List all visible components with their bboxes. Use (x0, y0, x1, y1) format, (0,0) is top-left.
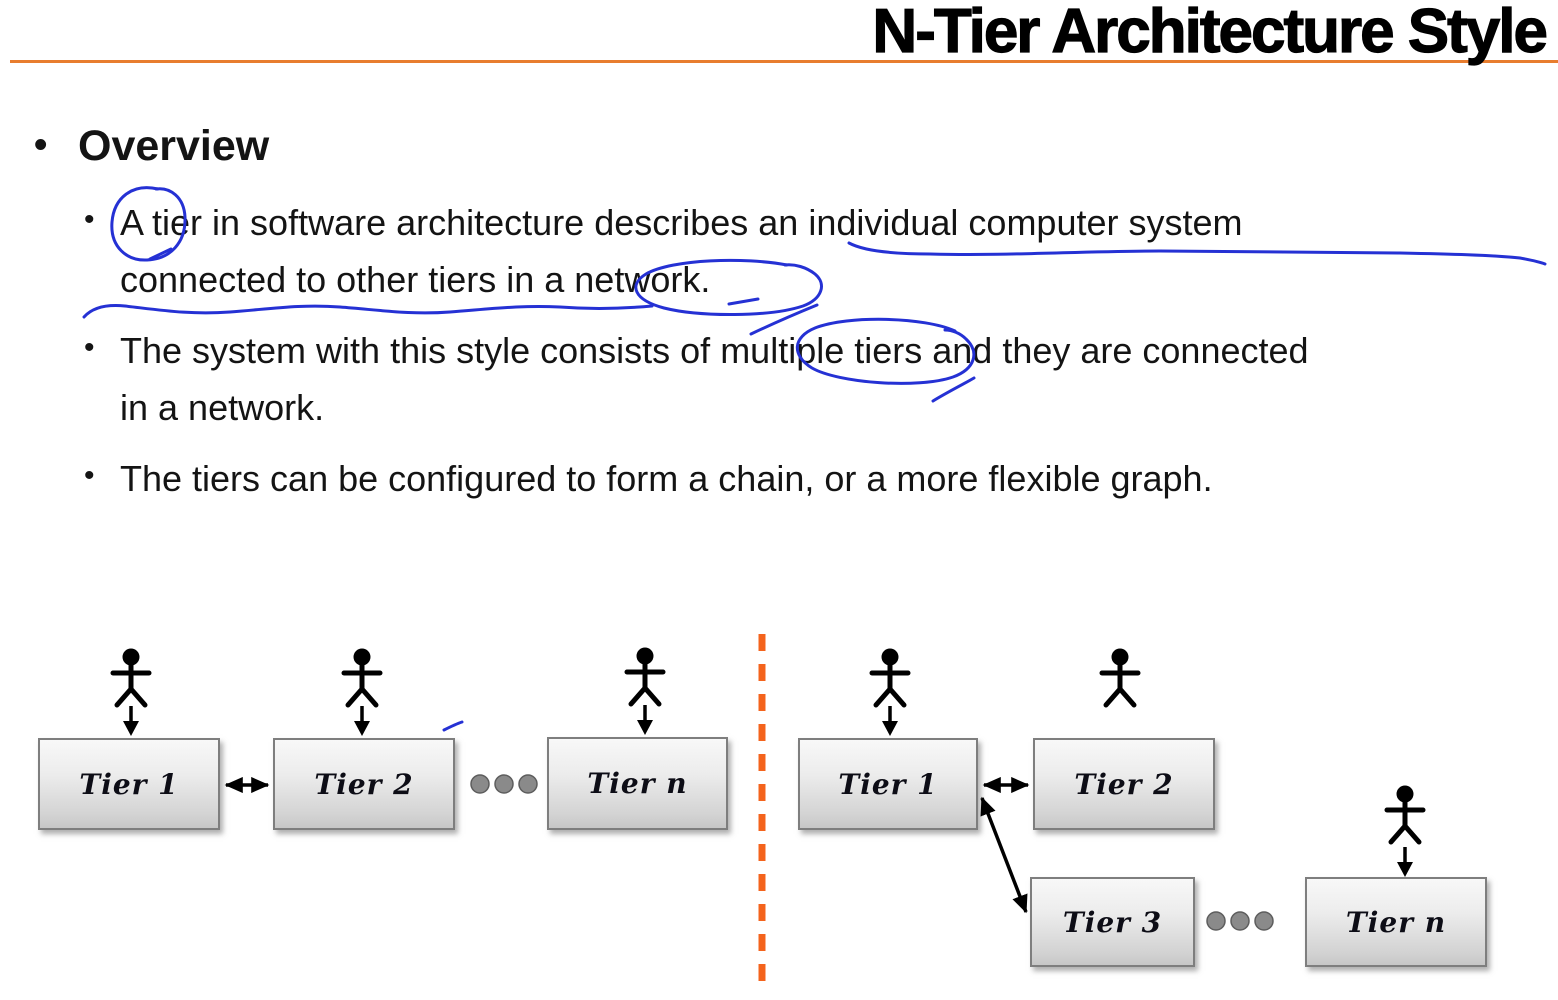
page-title: N-Tier Architecture Style (872, 0, 1549, 67)
pen-tail-multiple-tiers (931, 376, 976, 403)
actor-icon (627, 648, 663, 705)
title-underline (10, 60, 1558, 63)
tier-box-label: Tier 2 (314, 767, 414, 801)
tier-box-right-3: Tier 3 (1030, 877, 1195, 967)
actor-arrow-icon (635, 703, 655, 737)
actor-icon (1387, 786, 1423, 843)
arrow-right-tier1-tier3 (980, 796, 1028, 914)
actor-icon (344, 649, 380, 706)
actor-icon (1102, 649, 1138, 706)
tier-box-left-n: Tier n (547, 737, 728, 830)
bullet-2-line-2: in a network. (120, 387, 325, 428)
bullet-1-line-1: A tier in software architecture describe… (84, 202, 1243, 244)
ellipsis-dots-left (470, 774, 538, 794)
bullet-1-line-2: connected to other tiers in a network. (120, 259, 711, 300)
bullet-2-line-1: The system with this style consists of m… (84, 330, 1309, 372)
pen-dash-network (727, 297, 760, 306)
actor-icon (872, 649, 908, 706)
tier-box-label: Tier 1 (838, 767, 938, 801)
ellipsis-dots-right (1206, 911, 1274, 931)
pen-underline-individual-computer-system (847, 241, 1547, 266)
section-heading: Overview (34, 122, 269, 171)
tier-box-left-2: Tier 2 (273, 738, 455, 830)
tier-box-label: Tier 1 (79, 767, 179, 801)
tier-box-left-1: Tier 1 (38, 738, 220, 830)
tier-box-right-2: Tier 2 (1033, 738, 1215, 830)
pen-underline-connected-to-other-tiers (82, 304, 654, 319)
tier-box-label: Tier n (587, 767, 688, 800)
actor-arrow-icon (121, 704, 141, 738)
tier-box-right-1: Tier 1 (798, 738, 978, 830)
actor-icon (113, 649, 149, 706)
tier-box-label: Tier n (1345, 905, 1447, 939)
actor-arrow-icon (352, 704, 372, 738)
tier-box-label: Tier 2 (1074, 767, 1174, 801)
actor-arrow-icon (1395, 845, 1415, 879)
pen-tick-tier (148, 247, 173, 261)
actor-arrow-icon (880, 704, 900, 738)
pen-dash-left-tier2 (442, 720, 464, 732)
bullet-3-line-1: The tiers can be configured to form a ch… (84, 458, 1213, 500)
tier-box-label: Tier 3 (1062, 905, 1163, 939)
tier-box-right-n: Tier n (1305, 877, 1487, 967)
